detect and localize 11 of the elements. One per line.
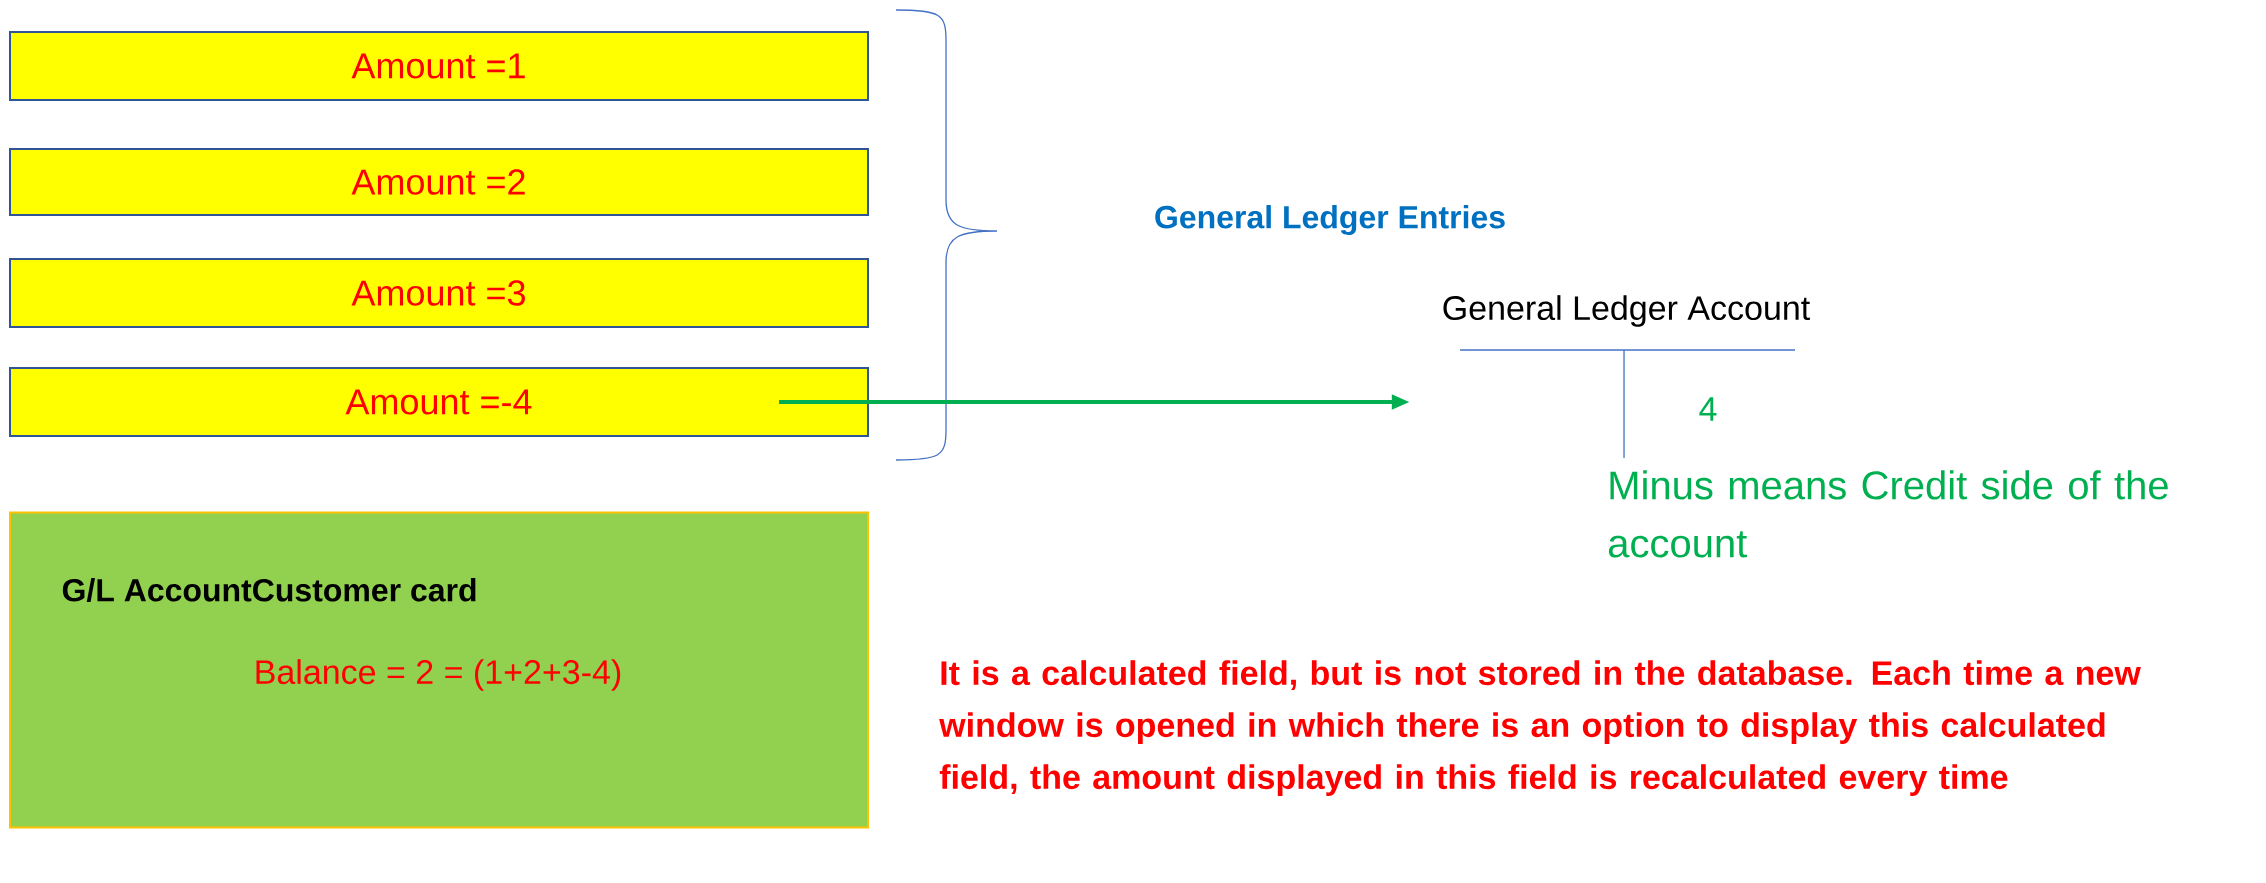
account-title: General Ledger Account (1443, 295, 1810, 327)
note-text: It is a calculated field, but is not stored in the database. Each time a new window is opened in which there is an option to display this calculated field, the amount displayed in this field is recalculated every time (939, 660, 2141, 796)
amount-box: Amount =-4 (9, 367, 869, 437)
section-heading: General Ledger Entries (1155, 205, 1505, 235)
credit-amount: 4 (1699, 397, 1717, 421)
balance-formula: Balance = 2 = (1+2+3-4) (256, 659, 621, 691)
card-title: G/L AccountCustomer card (62, 578, 476, 602)
amount-box: Amount =2 (9, 148, 869, 216)
amount-box: Amount =1 (9, 31, 869, 101)
amount-box: Amount =3 (9, 258, 869, 328)
note-text: Minus means Credit side of the account (1608, 470, 2168, 558)
